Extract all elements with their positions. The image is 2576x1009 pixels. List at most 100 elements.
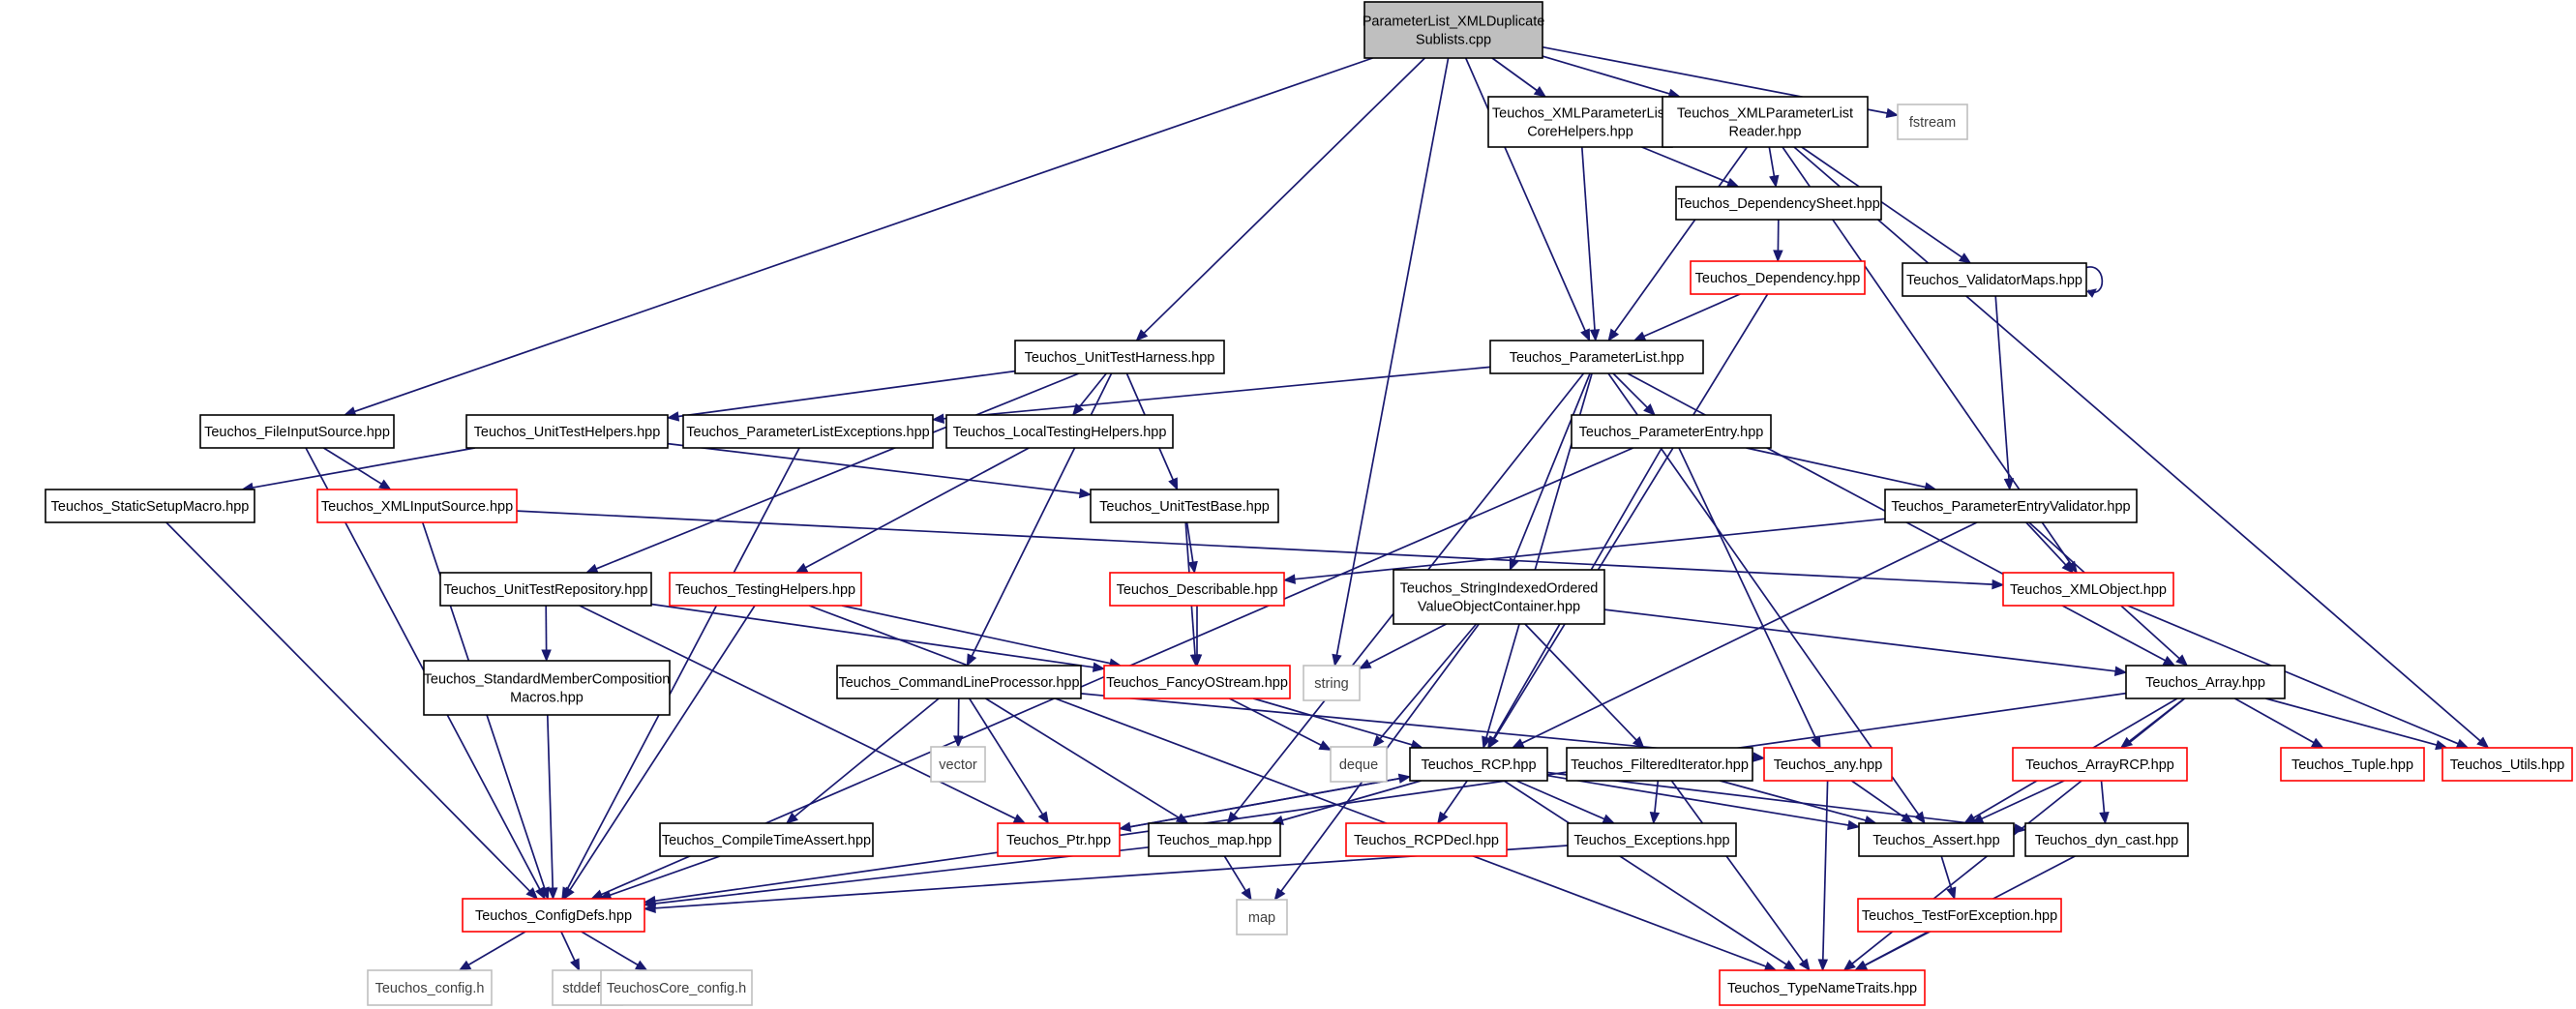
edge-static-setup-macro-to-config-defs	[165, 521, 539, 900]
node-filtered-iterator[interactable]: Teuchos_FilteredIterator.hpp	[1566, 747, 1753, 782]
node-box	[2012, 747, 2188, 782]
node-map-hpp[interactable]: Teuchos_map.hpp	[1148, 822, 1281, 857]
node-unit-test-repository[interactable]: Teuchos_UnitTestRepository.hpp	[439, 572, 652, 607]
node-dyn-cast[interactable]: Teuchos_dyn_cast.hpp	[2024, 822, 2189, 857]
node-box	[1567, 822, 1737, 857]
node-tuple[interactable]: Teuchos_Tuple.hpp	[2280, 747, 2425, 782]
node-box	[945, 414, 1174, 449]
node-deque[interactable]: deque	[1330, 746, 1388, 783]
node-box	[1566, 747, 1753, 782]
node-label: Teuchos_CompileTimeAssert.hpp	[662, 833, 871, 848]
file-nodes: ParameterList_XMLDuplicateSublists.cppTe…	[45, 1, 2573, 1006]
node-ptr[interactable]: Teuchos_Ptr.hpp	[997, 822, 1121, 857]
edge-compile-time-assert-to-config-defs	[598, 855, 721, 901]
node-any[interactable]: Teuchos_any.hpp	[1763, 747, 1893, 782]
node-validator-maps[interactable]: Teuchos_ValidatorMaps.hpp	[1902, 262, 2087, 297]
node-label: Teuchos_StandardMemberComposition	[424, 672, 671, 688]
node-label: Teuchos_XMLParameterList	[1492, 106, 1668, 122]
node-vector[interactable]: vector	[930, 746, 986, 783]
node-rcp[interactable]: Teuchos_RCP.hpp	[1409, 747, 1548, 782]
node-fancy-ostream[interactable]: Teuchos_FancyOStream.hpp	[1103, 665, 1291, 699]
node-box	[1330, 746, 1388, 783]
edge-unit-test-harness-to-unit-test-repository	[584, 372, 1080, 574]
node-box	[1109, 572, 1285, 607]
node-string[interactable]: string	[1303, 665, 1361, 701]
node-xml-input-source[interactable]: Teuchos_XMLInputSource.hpp	[316, 489, 518, 523]
node-label: Macros.hpp	[510, 691, 584, 706]
node-dep-sheet[interactable]: Teuchos_DependencySheet.hpp	[1675, 186, 1882, 221]
node-cmd-line-processor[interactable]: Teuchos_CommandLineProcessor.hpp	[836, 665, 1082, 699]
node-box	[1236, 899, 1288, 935]
node-test-for-exception[interactable]: Teuchos_TestForException.hpp	[1857, 898, 2062, 933]
edge-core-helpers-to-dep-sheet	[1641, 146, 1740, 188]
node-label: Teuchos_RCPDecl.hpp	[1354, 833, 1499, 848]
node-label: Teuchos_ParameterList.hpp	[1510, 350, 1685, 366]
node-param-list-exceptions[interactable]: Teuchos_ParameterListExceptions.hpp	[682, 414, 934, 449]
node-parameter-list[interactable]: Teuchos_ParameterList.hpp	[1489, 340, 1704, 374]
node-fstream[interactable]: fstream	[1897, 104, 1968, 140]
node-teuchos-core-config[interactable]: TeuchosCore_config.h	[600, 969, 753, 1006]
node-dependency[interactable]: Teuchos_Dependency.hpp	[1690, 260, 1866, 295]
node-parameter-entry[interactable]: Teuchos_ParameterEntry.hpp	[1571, 414, 1772, 449]
node-unit-test-base[interactable]: Teuchos_UnitTestBase.hpp	[1090, 489, 1279, 523]
edge-array-to-config-defs	[643, 692, 2127, 906]
node-label: TeuchosCore_config.h	[607, 981, 746, 996]
node-label: Teuchos_ParameterEntryValidator.hpp	[1891, 499, 2130, 515]
node-box	[1303, 665, 1361, 701]
edge-xml-input-source-to-xml-object	[516, 510, 2005, 590]
node-rcp-decl[interactable]: Teuchos_RCPDecl.hpp	[1345, 822, 1508, 857]
node-box	[423, 660, 671, 716]
edge-array-rcp-to-dyn-cast	[2099, 780, 2110, 825]
edge-std-member-comp-to-config-defs	[546, 714, 558, 901]
edge-test-for-exception-to-type-name-traits	[1853, 931, 1930, 971]
node-label: Teuchos_FileInputSource.hpp	[204, 425, 390, 440]
edge-dep-sheet-to-dependency	[1773, 219, 1783, 263]
node-label: string	[1314, 676, 1348, 692]
edge-unit-test-repository-to-std-member-comp	[541, 605, 552, 663]
node-compile-time-assert[interactable]: Teuchos_CompileTimeAssert.hpp	[659, 822, 874, 857]
node-label: Teuchos_map.hpp	[1157, 833, 1273, 848]
node-testing-helpers[interactable]: Teuchos_TestingHelpers.hpp	[669, 572, 862, 607]
node-utils[interactable]: Teuchos_Utils.hpp	[2441, 747, 2573, 782]
node-config-defs[interactable]: Teuchos_ConfigDefs.hpp	[462, 898, 645, 933]
node-label: ValueObjectContainer.hpp	[1418, 600, 1580, 615]
node-exceptions[interactable]: Teuchos_Exceptions.hpp	[1567, 822, 1737, 857]
node-string-indexed[interactable]: Teuchos_StringIndexedOrderedValueObjectC…	[1393, 569, 1605, 625]
node-xml-object[interactable]: Teuchos_XMLObject.hpp	[2002, 572, 2174, 607]
node-array[interactable]: Teuchos_Array.hpp	[2125, 665, 2286, 699]
node-box	[1148, 822, 1281, 857]
node-local-testing-helpers[interactable]: Teuchos_LocalTestingHelpers.hpp	[945, 414, 1174, 449]
node-std-member-comp[interactable]: Teuchos_StandardMemberCompositionMacros.…	[423, 660, 671, 716]
edge-array-rcp-to-assert	[1970, 780, 2065, 824]
node-file-input-source[interactable]: Teuchos_FileInputSource.hpp	[199, 414, 395, 449]
edge-cmd-line-processor-to-any	[1080, 693, 1766, 762]
edge-array-to-utils	[2265, 697, 2448, 751]
node-param-entry-validator[interactable]: Teuchos_ParameterEntryValidator.hpp	[1884, 489, 2138, 523]
node-unit-test-harness[interactable]: Teuchos_UnitTestHarness.hpp	[1014, 340, 1225, 374]
node-label: Teuchos_any.hpp	[1774, 757, 1883, 773]
node-type-name-traits[interactable]: Teuchos_TypeNameTraits.hpp	[1719, 969, 1926, 1006]
node-box	[1103, 665, 1291, 699]
node-array-rcp[interactable]: Teuchos_ArrayRCP.hpp	[2012, 747, 2188, 782]
node-unit-test-helpers[interactable]: Teuchos_UnitTestHelpers.hpp	[465, 414, 669, 449]
node-describable[interactable]: Teuchos_Describable.hpp	[1109, 572, 1285, 607]
node-label: fstream	[1909, 115, 1956, 131]
node-label: Teuchos_ConfigDefs.hpp	[475, 908, 632, 924]
node-box	[367, 969, 493, 1006]
node-label: map	[1248, 910, 1275, 926]
node-label: Teuchos_Exceptions.hpp	[1573, 833, 1729, 848]
edge-array-to-tuple	[2233, 697, 2324, 749]
node-box	[1014, 340, 1225, 374]
node-teuchos-config[interactable]: Teuchos_config.h	[367, 969, 493, 1006]
edge-cmd-line-processor-to-compile-time-assert	[785, 697, 940, 824]
edge-validator-maps-to-param-entry-validator	[1994, 295, 2015, 491]
node-assert[interactable]: Teuchos_Assert.hpp	[1858, 822, 2015, 857]
edge-config-defs-to-teuchos-config	[458, 931, 526, 971]
node-static-setup-macro[interactable]: Teuchos_StaticSetupMacro.hpp	[45, 489, 255, 523]
node-label: stddef.h	[562, 981, 613, 996]
node-map[interactable]: map	[1236, 899, 1288, 935]
node-label: Teuchos_XMLObject.hpp	[2010, 582, 2167, 598]
